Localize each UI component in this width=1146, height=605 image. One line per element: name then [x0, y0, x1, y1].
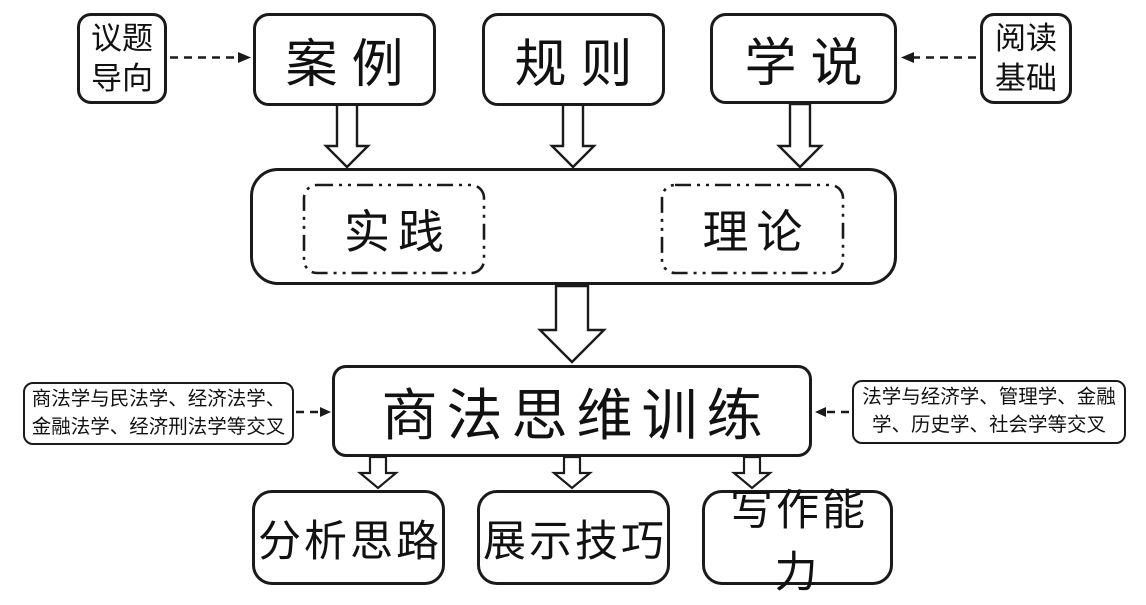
block-arrow-core-to-writing [730, 455, 774, 490]
dashed-arrow-leftnote-to-core [296, 407, 331, 417]
node-rule-label: 规则 [514, 37, 647, 94]
node-doctrine-label: 学说 [744, 36, 877, 93]
node-analysis-label: 分析思路 [258, 518, 442, 566]
block-arrow-core-to-analysis [356, 455, 400, 490]
node-presentation: 展示技巧 [477, 490, 670, 585]
note-left-disciplines-label: 商法学与民法学、经济法学、 金融法学、经济刑法学等交叉 [31, 388, 286, 438]
node-core-training: 商法思维训练 [332, 365, 812, 457]
node-presentation-label: 展示技巧 [483, 518, 667, 566]
node-theory-label: 理论 [702, 207, 811, 258]
dashed-arrow-rightnote-to-core [815, 407, 849, 417]
node-rule: 规则 [482, 13, 665, 106]
node-analysis: 分析思路 [252, 490, 445, 585]
dashed-arrow-reading-to-doctrine [901, 52, 976, 63]
note-right-disciplines: 法学与经济学、管理学、金融 学、历史学、社会学等交叉 [852, 380, 1126, 444]
dashed-arrow-topic-to-case [170, 52, 251, 63]
block-arrow-rule-down [549, 102, 597, 169]
dashdot-border [660, 183, 845, 275]
block-arrow-core-to-presentation [550, 455, 594, 490]
node-topic-orientation: 议题 导向 [77, 13, 167, 104]
node-reading-basis: 阅读 基础 [980, 13, 1072, 104]
dashdot-border [302, 183, 486, 275]
note-right-disciplines-label: 法学与经济学、管理学、金融 学、历史学、社会学等交叉 [862, 387, 1116, 436]
block-arrow-container-to-core [537, 284, 607, 364]
note-left-disciplines: 商法学与民法学、经济法学、 金融法学、经济刑法学等交叉 [23, 382, 294, 445]
block-arrow-case-down [323, 102, 371, 169]
block-arrow-doctrine-down [776, 102, 824, 169]
node-topic-orientation-label: 议题 导向 [91, 20, 153, 96]
node-doctrine: 学说 [710, 13, 897, 104]
node-writing: 写作能力 [702, 488, 893, 597]
node-theory: 理论 [660, 183, 845, 275]
node-practice-label: 实践 [344, 207, 452, 258]
node-reading-basis-label: 阅读 基础 [995, 20, 1057, 96]
node-core-training-label: 商法思维训练 [381, 385, 772, 448]
node-practice: 实践 [302, 183, 486, 275]
node-case-label: 案例 [285, 37, 418, 94]
node-case: 案例 [253, 13, 436, 106]
node-writing-label: 写作能力 [730, 487, 868, 597]
